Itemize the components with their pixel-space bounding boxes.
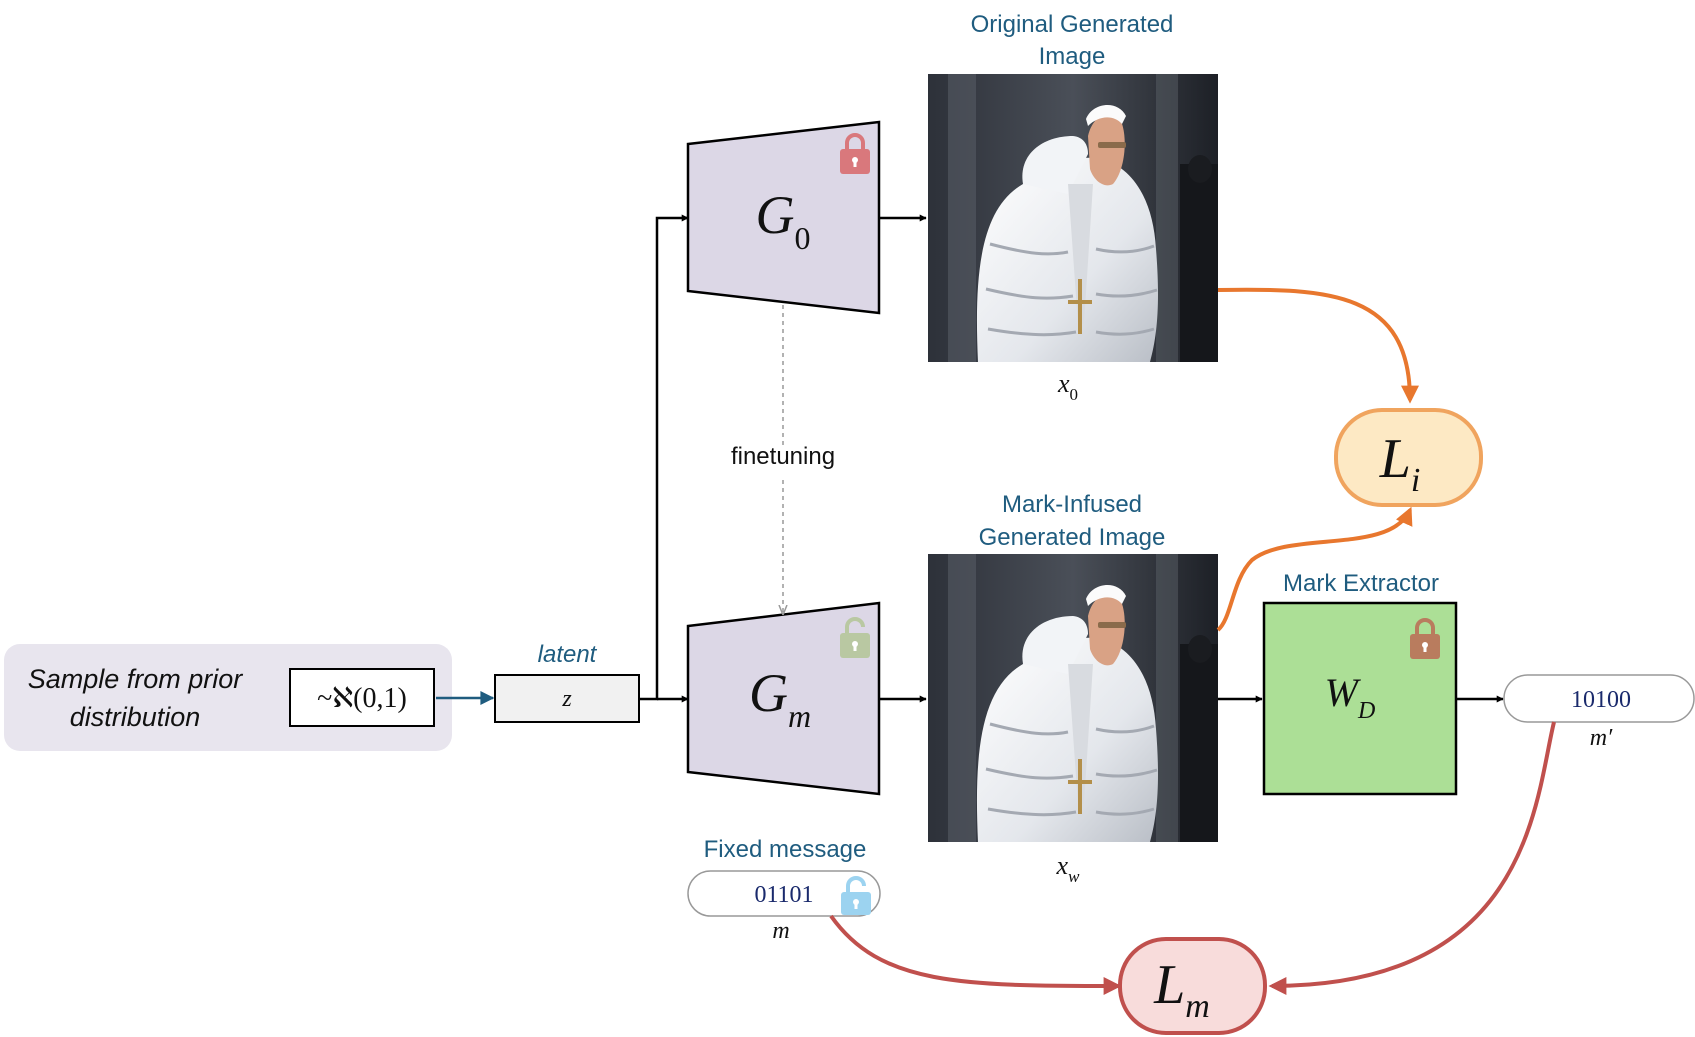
finetuning-label: finetuning bbox=[731, 443, 835, 470]
wd-symbol: WD bbox=[1325, 670, 1376, 724]
xw-symbol: xw bbox=[1056, 851, 1081, 886]
g0-symbol: G0 bbox=[756, 185, 811, 256]
latent-to-g0-arrow bbox=[639, 214, 689, 701]
prior-text-line1: Sample from prior bbox=[28, 664, 244, 694]
marked-image-title-line2: Generated Image bbox=[979, 524, 1166, 551]
x0-sub: 0 bbox=[1070, 385, 1079, 404]
g0-main: G bbox=[756, 185, 795, 245]
image-loss-node bbox=[1334, 408, 1483, 507]
message-loss-node bbox=[1118, 937, 1267, 1035]
xw-sub: w bbox=[1068, 867, 1080, 886]
wd-sub: D bbox=[1357, 698, 1375, 724]
extractor-title: Mark Extractor bbox=[1283, 570, 1439, 597]
original-generated-image bbox=[926, 72, 1220, 364]
marked-image-title-line1: Mark-Infused bbox=[1002, 491, 1142, 518]
xw-main: x bbox=[1056, 851, 1069, 880]
li-main: L bbox=[1379, 428, 1411, 490]
x0-main: x bbox=[1057, 369, 1070, 398]
prior-text-line2: distribution bbox=[70, 702, 201, 732]
lock-icon bbox=[840, 133, 870, 174]
unlock-icon bbox=[841, 876, 871, 915]
gm-symbol: Gm bbox=[749, 663, 811, 734]
fixed-message-pill bbox=[687, 870, 881, 917]
extracted-message-value: 10100 bbox=[1571, 687, 1631, 713]
lock-icon bbox=[1410, 618, 1440, 659]
unlock-icon bbox=[840, 617, 870, 658]
extracted-message-pill bbox=[1503, 674, 1695, 723]
x0-symbol: x0 bbox=[1057, 369, 1078, 404]
latent-box bbox=[494, 674, 640, 723]
normal-distribution-formula: ~ℵ(0,1) bbox=[317, 683, 407, 714]
lm-symbol: Lm bbox=[1153, 954, 1210, 1025]
lm-main: L bbox=[1153, 954, 1185, 1016]
fixed-message-value: 01101 bbox=[754, 882, 813, 908]
extracted-message-symbol: m′ bbox=[1590, 725, 1613, 751]
fixed-message-symbol: m bbox=[772, 918, 789, 944]
fixed-message-to-lm-arrow bbox=[829, 914, 1122, 995]
latent-symbol: z bbox=[561, 686, 572, 712]
extracted-message-to-lm-arrow bbox=[1268, 721, 1556, 995]
g0-sub: 0 bbox=[795, 220, 811, 256]
li-sub: i bbox=[1411, 462, 1420, 499]
generator-gm bbox=[686, 601, 881, 796]
li-symbol: Li bbox=[1379, 428, 1421, 499]
lm-sub: m bbox=[1185, 988, 1210, 1025]
wd-main: W bbox=[1325, 670, 1362, 715]
mark-infused-generated-image bbox=[926, 552, 1220, 844]
gm-sub: m bbox=[788, 698, 811, 734]
original-image-title-line2: Image bbox=[1039, 43, 1106, 70]
normal-distribution-box bbox=[289, 668, 435, 727]
original-to-li-arrow bbox=[1217, 287, 1419, 404]
latent-label: latent bbox=[538, 641, 598, 668]
gm-main: G bbox=[749, 663, 788, 723]
marked-to-li-arrow bbox=[1216, 506, 1413, 632]
fixed-message-title: Fixed message bbox=[704, 836, 867, 863]
generator-g0 bbox=[686, 120, 881, 315]
original-image-title-line1: Original Generated bbox=[971, 11, 1174, 38]
